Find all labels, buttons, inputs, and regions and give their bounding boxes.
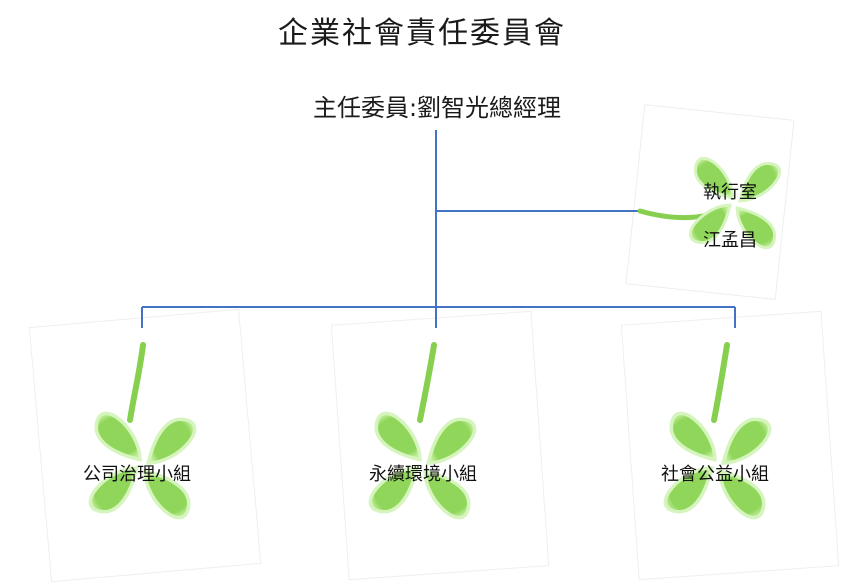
group-clover-2 [367, 342, 478, 521]
group-label-social: 社會公益小組 [661, 464, 769, 485]
group-label-environment: 永續環境小組 [369, 464, 477, 485]
connector-lines [141, 130, 736, 328]
exec-office-name: 執行室 [703, 182, 757, 203]
exec-office-person: 江孟昌 [703, 230, 757, 251]
chart-title: 企業社會責任委員會 [278, 16, 566, 51]
group-clover-1 [87, 342, 198, 521]
chairman-label: 主任委員:劉智光總經理 [312, 94, 562, 122]
group-clover-3 [662, 342, 773, 521]
exec-clover [637, 155, 783, 251]
group-label-governance: 公司治理小組 [83, 464, 191, 485]
